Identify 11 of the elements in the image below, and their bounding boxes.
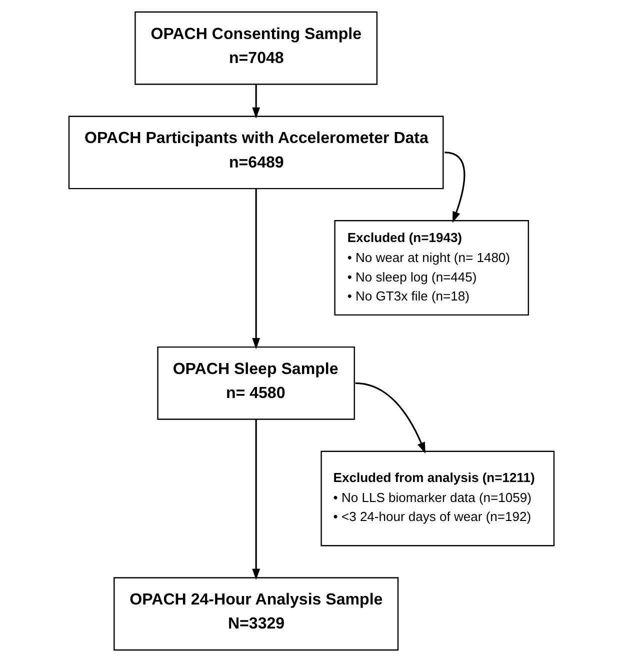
node-box: OPACH 24-Hour Analysis Sample N=3329 [113, 577, 398, 651]
node-box: OPACH Sleep Sample n= 4580 [156, 346, 354, 420]
node-box: Excluded from analysis (n=1211) • No LLS biomarker data (n=1059) • <3 24-hour days of wear (n=192) [320, 450, 554, 546]
node-box: OPACH Consenting Sample n=7048 [134, 11, 378, 85]
arrow [252, 419, 260, 580]
node-box: OPACH Participants with Accelerometer Data n=6489 [68, 116, 444, 190]
arrow [252, 84, 260, 119]
arrow [354, 382, 425, 454]
arrow [444, 152, 465, 223]
node-box: Excluded (n=1943) • No wear at night (n= 1480) • No sleep log (n=445) • No GT3x file (n=18) [334, 220, 529, 316]
arrow [252, 188, 260, 350]
